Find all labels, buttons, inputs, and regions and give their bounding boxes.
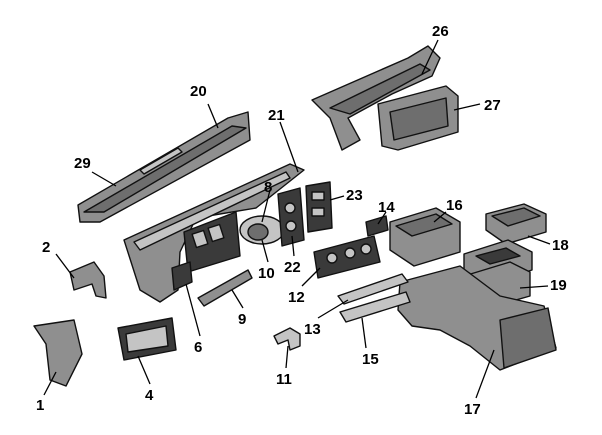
part-22-center-controls xyxy=(277,187,305,247)
leader-lines xyxy=(43,39,551,399)
callout-20: 20 xyxy=(190,83,207,100)
part-16-storage-bin xyxy=(389,207,461,267)
callout-numbers: 1 2 4 6 8 9 10 11 12 13 14 15 16 17 18 1… xyxy=(36,23,569,418)
callout-8: 8 xyxy=(264,179,272,196)
part-27-glovebox-door xyxy=(377,85,459,151)
part-15-bracket xyxy=(339,291,411,323)
callout-29: 29 xyxy=(74,155,91,172)
callout-17: 17 xyxy=(464,401,481,418)
callout-11: 11 xyxy=(276,371,292,388)
callout-27: 27 xyxy=(484,97,501,114)
callout-2: 2 xyxy=(42,239,50,256)
part-9-knee-bracket xyxy=(197,269,253,307)
callout-18: 18 xyxy=(552,237,569,254)
callout-14: 14 xyxy=(378,199,395,216)
part-26-upper-hood xyxy=(311,45,441,151)
part-4-lower-panel xyxy=(117,317,177,361)
part-11-clip xyxy=(273,327,301,351)
part-13-bracket xyxy=(337,273,409,305)
part-2-bracket xyxy=(69,261,107,299)
callout-1: 1 xyxy=(36,397,44,414)
callout-15: 15 xyxy=(362,351,379,368)
callout-19: 19 xyxy=(550,277,567,294)
part-18-cupholder xyxy=(485,203,547,245)
callout-9: 9 xyxy=(238,311,246,328)
part-12-hvac-bezel xyxy=(313,235,381,279)
part-6-instrument-cluster xyxy=(171,211,241,291)
part-23-switch-bezel xyxy=(305,181,333,233)
part-1-side-trim xyxy=(33,319,83,387)
callout-13: 13 xyxy=(304,321,321,338)
callout-16: 16 xyxy=(446,197,463,214)
callout-23: 23 xyxy=(346,187,363,204)
callout-21: 21 xyxy=(268,107,285,124)
callout-10: 10 xyxy=(258,265,275,282)
callout-26: 26 xyxy=(432,23,449,40)
callout-6: 6 xyxy=(194,339,202,356)
part-14-switch xyxy=(365,215,389,237)
part-29-defrost-trim xyxy=(77,111,251,223)
callout-4: 4 xyxy=(145,387,154,404)
part-17-floor-console xyxy=(397,265,557,371)
callout-12: 12 xyxy=(288,289,305,306)
callout-22: 22 xyxy=(284,259,301,276)
